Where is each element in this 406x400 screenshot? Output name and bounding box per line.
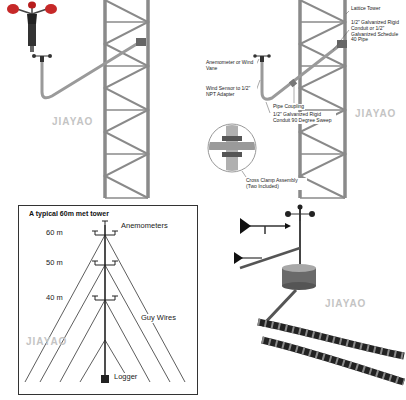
cup-anemometer	[7, 2, 57, 53]
drawing-part	[258, 322, 404, 356]
drawing-part	[262, 340, 404, 382]
drawing-part	[300, 0, 345, 198]
callout-label: 40 m	[45, 294, 64, 303]
drawing-part	[267, 54, 271, 58]
callout-label: Guy Wires	[140, 314, 177, 323]
drawing-part	[282, 282, 316, 290]
callout-label: 1/2" Galvanized Rigid Conduit or 1/2" Ga…	[350, 20, 404, 43]
callout-label: 1/2" Galvanized Rigid Conduit 90 Degree …	[272, 112, 336, 124]
drawing-part	[337, 40, 347, 48]
drawing-part	[95, 235, 115, 300]
drawing-part	[222, 136, 242, 141]
drawing-part	[298, 205, 303, 210]
callout-label: Lattice Tower	[350, 6, 404, 12]
drawing-part	[95, 231, 115, 300]
drawing-part	[289, 79, 297, 87]
watermark: JIAYAO	[26, 336, 67, 348]
callout-label: 50 m	[45, 259, 64, 268]
drawing-part	[300, 22, 345, 198]
callout-label: Wind Sensor to 1/2" NPT Adapter	[205, 86, 257, 98]
drawing-part	[346, 11, 349, 14]
drawing-part	[103, 0, 107, 198]
lattice-tower	[300, 0, 345, 198]
sensor-boom	[32, 38, 146, 98]
drawing-part	[266, 102, 270, 113]
drawing-part	[285, 211, 291, 217]
drawing-part	[264, 226, 266, 234]
callout-label: Logger	[113, 373, 138, 382]
drawing-part	[294, 85, 295, 103]
callout-label: Anemometer or Wind Vane	[205, 60, 257, 72]
drawing-part	[102, 221, 108, 225]
drawing-part	[48, 54, 52, 58]
mast	[92, 221, 118, 376]
callout-label: Cross Clamp Assembly (Two Included)	[245, 178, 307, 190]
drawing-part	[105, 0, 148, 198]
drawing-part	[28, 2, 36, 9]
drawing-part	[45, 4, 57, 14]
drawing-part	[240, 218, 251, 234]
drawing-part	[258, 322, 404, 356]
drawing-part	[234, 252, 243, 264]
drawing-part	[7, 4, 19, 14]
callout-label: 60 m	[45, 229, 64, 238]
drawing-part	[42, 42, 140, 98]
drawing-part	[40, 56, 44, 62]
drawing-part	[27, 14, 37, 24]
drawing-part	[208, 124, 256, 174]
drawing-part	[30, 46, 34, 52]
drawing-part	[309, 211, 315, 217]
drawing-part	[298, 0, 302, 198]
drawing-part	[262, 340, 404, 382]
panel-title: A typical 60m met tower	[23, 210, 193, 217]
watermark: JIAYAO	[355, 108, 396, 120]
drawing-part	[146, 0, 150, 198]
lattice-tower	[105, 0, 148, 198]
drawing-part	[333, 30, 349, 50]
drawing-part	[105, 22, 148, 198]
drawing-part	[136, 38, 146, 46]
drawing-part	[208, 142, 256, 150]
drawing-part	[285, 223, 291, 229]
drawing-part	[32, 54, 36, 58]
drawing-part	[222, 152, 242, 157]
drawing-part	[253, 54, 257, 58]
sensor-boom	[253, 40, 347, 99]
sensor-photo	[234, 205, 404, 383]
callout-label: Pipe Coupling	[272, 104, 305, 110]
drawing-part	[242, 171, 246, 177]
drawing-part	[343, 0, 347, 198]
logger-box	[101, 375, 109, 383]
callout-label: Anemometers	[120, 222, 169, 231]
watermark: JIAYAO	[52, 116, 93, 128]
drawing-part	[262, 45, 340, 99]
watermark: JIAYAO	[325, 298, 366, 310]
clamp-inset	[208, 124, 256, 174]
drawing-part	[28, 24, 36, 46]
drawing-part	[92, 231, 118, 296]
leader-lines	[242, 11, 349, 177]
drawing-part	[282, 264, 316, 272]
drawing-part	[260, 56, 264, 62]
